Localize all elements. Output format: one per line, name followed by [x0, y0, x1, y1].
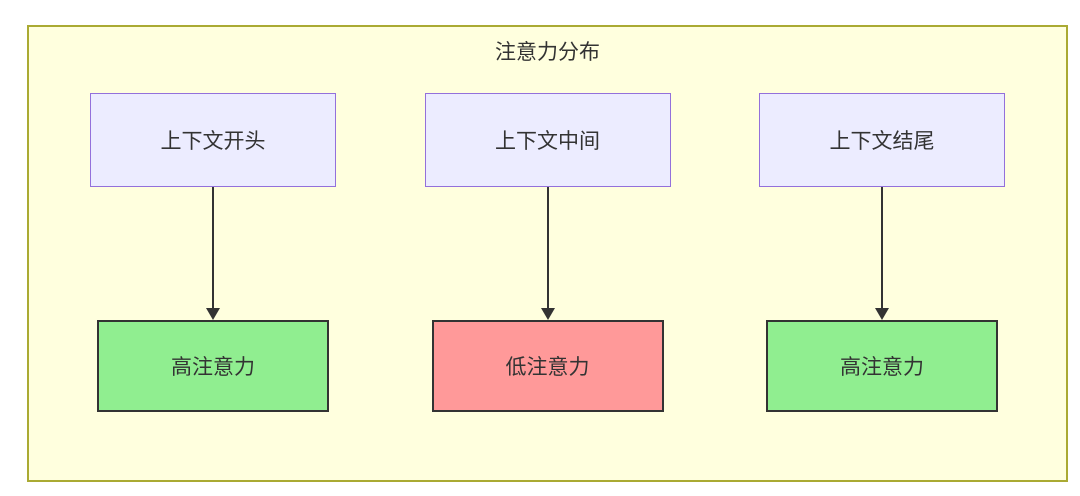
arrow-head-icon — [540, 308, 555, 320]
arrow-line — [546, 187, 549, 308]
diagram-title: 注意力分布 — [495, 41, 600, 64]
arrow-context-end — [875, 187, 889, 320]
node-context-middle: 上下文中间 — [424, 93, 671, 187]
arrow-head-icon — [875, 308, 889, 320]
node-context-end: 上下文结尾 — [759, 93, 1005, 187]
arrow-context-start — [206, 187, 220, 320]
column-context-start: 上下文开头 高注意力 — [90, 93, 336, 412]
node-columns: 上下文开头 高注意力 上下文中间 低注意力 上下文结尾 — [29, 93, 1066, 412]
attention-distribution-subgraph: 注意力分布 上下文开头 高注意力 上下文中间 低注意力 上下文结尾 — [27, 25, 1068, 482]
column-context-middle: 上下文中间 低注意力 — [424, 93, 671, 412]
arrow-context-middle — [540, 187, 555, 320]
column-context-end: 上下文结尾 高注意力 — [759, 93, 1005, 412]
node-context-start: 上下文开头 — [90, 93, 336, 187]
arrow-head-icon — [206, 308, 220, 320]
node-high-attention-1: 高注意力 — [97, 320, 329, 412]
arrow-line — [881, 187, 883, 308]
arrow-line — [212, 187, 214, 308]
node-low-attention: 低注意力 — [431, 320, 664, 412]
node-high-attention-2: 高注意力 — [766, 320, 998, 412]
